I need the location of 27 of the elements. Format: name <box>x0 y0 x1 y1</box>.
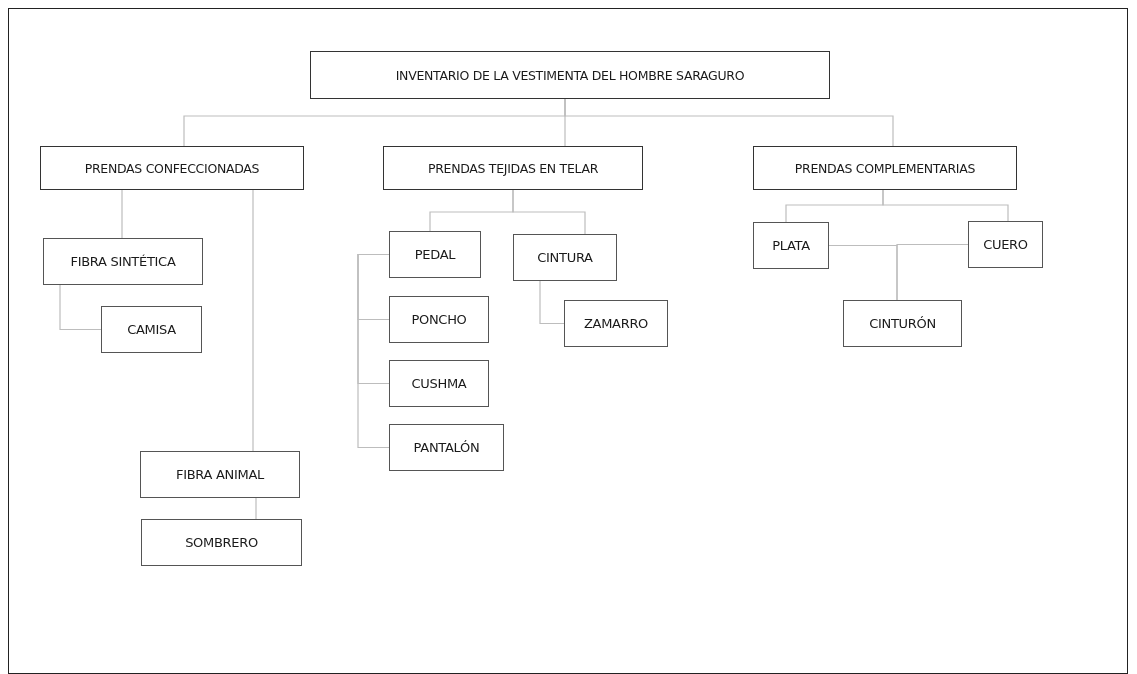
category-box: FIBRA ANIMAL <box>140 451 300 498</box>
connector-line <box>121 189 123 239</box>
category-box: CINTURA <box>513 234 617 281</box>
connector-line <box>539 280 565 325</box>
category-box: PRENDAS TEJIDAS EN TELAR <box>383 146 643 190</box>
category-box: PLATA <box>753 222 829 269</box>
connector-line <box>252 189 254 452</box>
connector-line <box>255 497 257 520</box>
category-box: PONCHO <box>389 296 489 343</box>
category-box: CUERO <box>968 221 1043 268</box>
category-box: FIBRA SINTÉTICA <box>43 238 203 285</box>
connector-line <box>896 243 969 301</box>
category-box: CAMISA <box>101 306 202 353</box>
connector-line <box>59 284 102 331</box>
category-box: PANTALÓN <box>389 424 504 471</box>
category-box: PRENDAS COMPLEMENTARIAS <box>753 146 1017 190</box>
connector-line <box>882 189 1009 222</box>
category-box: SOMBRERO <box>141 519 302 566</box>
connector-line <box>564 98 894 147</box>
connector-line <box>357 253 390 449</box>
category-box: ZAMARRO <box>564 300 668 347</box>
category-box: PEDAL <box>389 231 481 278</box>
category-box: INVENTARIO DE LA VESTIMENTA DEL HOMBRE SARAGURO <box>310 51 830 99</box>
connector-line <box>512 189 586 235</box>
category-box: CINTURÓN <box>843 300 962 347</box>
category-box: PRENDAS CONFECCIONADAS <box>40 146 304 190</box>
category-box: CUSHMA <box>389 360 489 407</box>
